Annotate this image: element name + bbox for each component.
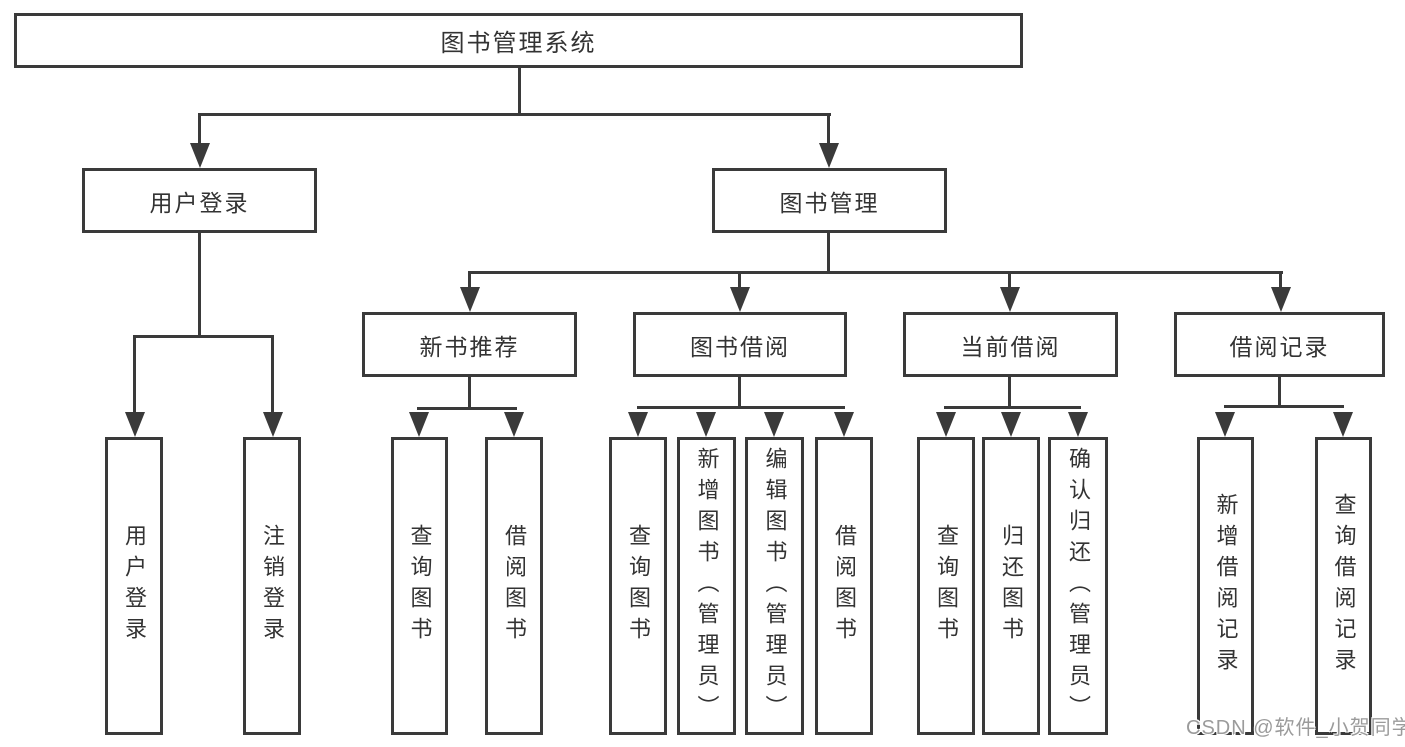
node-new-book-recommendation: 新书推荐: [362, 312, 577, 377]
arrow-down-icon: [460, 287, 480, 312]
connector-drop-leaf: [271, 335, 274, 415]
arrow-down-icon: [504, 412, 524, 437]
arrow-down-icon: [730, 287, 750, 312]
arrow-down-icon: [190, 143, 210, 168]
connector-drop-book-management: [827, 113, 830, 146]
connector-current-rail: [944, 406, 1081, 409]
arrow-down-icon: [1215, 412, 1235, 437]
leaf-query-books-current: 查询图书: [917, 437, 975, 735]
arrow-down-icon: [1271, 287, 1291, 312]
connector-root-trunk: [518, 68, 521, 114]
node-root: 图书管理系统: [14, 13, 1023, 68]
arrow-down-icon: [409, 412, 429, 437]
arrow-down-icon: [1068, 412, 1088, 437]
leaf-add-borrow-record-label: 新增借阅记录: [1213, 493, 1239, 679]
leaf-add-books-admin-label: 新增图书（管理员）: [694, 446, 720, 726]
arrow-down-icon: [125, 412, 145, 437]
node-book-borrowing: 图书借阅: [633, 312, 847, 377]
node-book-management-label: 图书管理: [779, 189, 880, 216]
leaf-borrow-books-recommend: 借阅图书: [485, 437, 543, 735]
node-borrowing-records-label: 借阅记录: [1229, 333, 1330, 360]
connector-recommend-trunk: [468, 377, 471, 410]
leaf-logout-label: 注销登录: [260, 524, 285, 648]
leaf-user-login-label: 用户登录: [122, 524, 147, 648]
arrow-down-icon: [628, 412, 648, 437]
connector-drop-level2: [1279, 271, 1282, 291]
leaf-return-books-label: 归还图书: [999, 524, 1024, 648]
leaf-query-books-borrowing: 查询图书: [609, 437, 667, 735]
watermark: CSDN @软件_小贺同学: [1186, 717, 1405, 739]
connector-records-rail: [1224, 405, 1344, 408]
node-current-borrowing: 当前借阅: [903, 312, 1118, 377]
connector-user-login-trunk: [198, 233, 201, 338]
leaf-query-books-recommend: 查询图书: [391, 437, 448, 735]
node-current-borrowing-label: 当前借阅: [960, 333, 1061, 360]
arrow-down-icon: [263, 412, 283, 437]
arrow-down-icon: [696, 412, 716, 437]
connector-drop-user-login: [198, 113, 201, 146]
leaf-edit-books-admin-label: 编辑图书（管理员）: [762, 446, 788, 726]
leaf-return-books: 归还图书: [982, 437, 1040, 735]
connector-drop-level2: [738, 271, 741, 291]
leaf-query-borrow-record-label: 查询借阅记录: [1331, 493, 1357, 679]
arrow-down-icon: [1000, 287, 1020, 312]
leaf-user-login: 用户登录: [105, 437, 163, 735]
node-new-book-recommendation-label: 新书推荐: [419, 333, 520, 360]
connector-recommend-rail: [417, 407, 517, 410]
leaf-query-books-recommend-label: 查询图书: [407, 524, 433, 648]
connector-book-management-trunk: [827, 233, 830, 274]
leaf-query-books-current-label: 查询图书: [934, 524, 959, 648]
connector-borrowing-trunk: [738, 377, 741, 409]
leaf-confirm-return-admin: 确认归还（管理员）: [1048, 437, 1108, 735]
connector-borrowing-rail: [637, 406, 845, 409]
leaf-borrow-books-borrowing: 借阅图书: [815, 437, 873, 735]
connector-drop-level2: [1008, 271, 1011, 291]
leaf-confirm-return-admin-label: 确认归还（管理员）: [1066, 446, 1091, 726]
leaf-add-books-admin: 新增图书（管理员）: [677, 437, 736, 735]
leaf-borrow-books-borrowing-label: 借阅图书: [832, 524, 857, 648]
leaf-borrow-books-recommend-label: 借阅图书: [502, 524, 527, 648]
arrow-down-icon: [1001, 412, 1021, 437]
connector-level1-rail: [198, 113, 831, 116]
node-book-management: 图书管理: [712, 168, 947, 233]
node-user-login: 用户登录: [82, 168, 317, 233]
arrow-down-icon: [936, 412, 956, 437]
arrow-down-icon: [764, 412, 784, 437]
leaf-logout: 注销登录: [243, 437, 301, 735]
arrow-down-icon: [1333, 412, 1353, 437]
arrow-down-icon: [834, 412, 854, 437]
leaf-edit-books-admin: 编辑图书（管理员）: [745, 437, 804, 735]
connector-records-trunk: [1278, 377, 1281, 408]
connector-user-login-rail: [133, 335, 274, 338]
connector-current-trunk: [1008, 377, 1011, 409]
connector-drop-level2: [468, 271, 471, 291]
node-user-login-label: 用户登录: [149, 189, 250, 216]
leaf-query-books-borrowing-label: 查询图书: [626, 524, 651, 648]
node-book-borrowing-label: 图书借阅: [690, 333, 790, 360]
leaf-add-borrow-record: 新增借阅记录: [1197, 437, 1254, 735]
leaf-query-borrow-record: 查询借阅记录: [1315, 437, 1372, 735]
connector-level2-rail: [468, 271, 1283, 274]
node-root-label: 图书管理系统: [440, 30, 597, 57]
node-borrowing-records: 借阅记录: [1174, 312, 1385, 377]
connector-drop-leaf: [133, 335, 136, 415]
arrow-down-icon: [819, 143, 839, 168]
